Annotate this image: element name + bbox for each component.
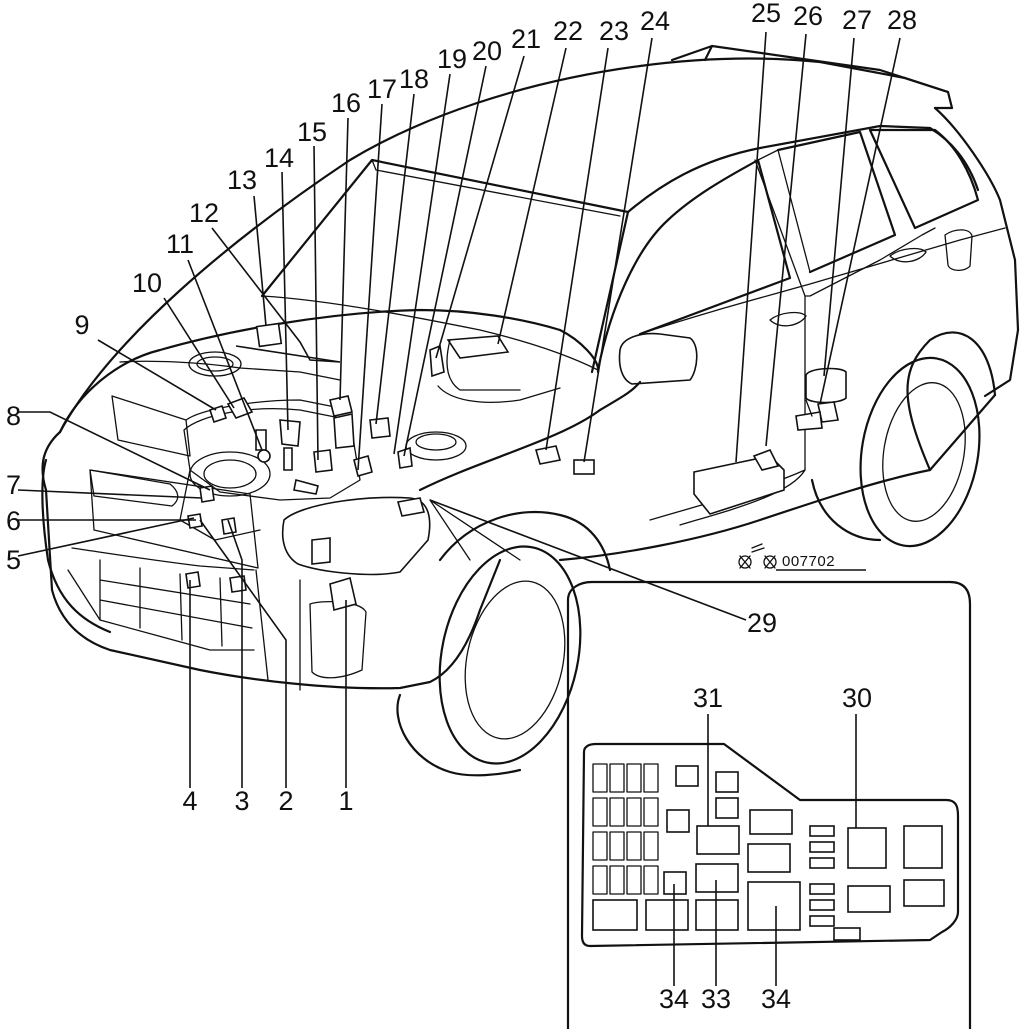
callout-c21: 21 bbox=[511, 24, 541, 54]
figure-code-label: 007702 bbox=[782, 553, 835, 570]
callout-c31: 31 bbox=[693, 683, 723, 713]
callout-c2: 2 bbox=[278, 786, 293, 816]
vehicle-outline bbox=[41, 44, 1020, 777]
callout-c27: 27 bbox=[842, 5, 872, 35]
callout-c9: 9 bbox=[74, 310, 89, 340]
callout-c7: 7 bbox=[6, 470, 21, 500]
callout-c8: 8 bbox=[6, 401, 21, 431]
callout-c16: 16 bbox=[331, 88, 361, 118]
callout-c28: 28 bbox=[887, 5, 917, 35]
callout-c19: 19 bbox=[437, 44, 467, 74]
callout-c12: 12 bbox=[189, 198, 219, 228]
callout-c20: 20 bbox=[472, 36, 502, 66]
callout-c22: 22 bbox=[553, 16, 583, 46]
figure-code: 007702 bbox=[738, 543, 866, 571]
callout-c1: 1 bbox=[338, 786, 353, 816]
callout-c3: 3 bbox=[234, 786, 249, 816]
callout-c11: 11 bbox=[166, 229, 194, 259]
callout-c25: 25 bbox=[751, 0, 781, 28]
callout-c4: 4 bbox=[182, 786, 197, 816]
callout-c14: 14 bbox=[264, 143, 294, 173]
callout-c17: 17 bbox=[367, 74, 397, 104]
leader-lines bbox=[17, 31, 901, 986]
callout-c30: 30 bbox=[842, 683, 872, 713]
callout-c34a: 34 bbox=[659, 984, 689, 1014]
callout-c23: 23 bbox=[599, 16, 629, 46]
engine-components bbox=[111, 322, 847, 612]
callout-c26: 26 bbox=[793, 1, 823, 31]
callout-c34b: 34 bbox=[761, 984, 791, 1014]
callout-c5: 5 bbox=[6, 545, 21, 575]
callout-c15: 15 bbox=[297, 117, 327, 147]
callout-c6: 6 bbox=[6, 506, 21, 536]
callout-c29: 29 bbox=[747, 608, 777, 638]
fuse-box-inset bbox=[566, 580, 972, 1029]
callout-c33: 33 bbox=[701, 984, 731, 1014]
callout-c18: 18 bbox=[399, 64, 429, 94]
callout-c24: 24 bbox=[640, 6, 670, 36]
callout-c13: 13 bbox=[227, 165, 257, 195]
callout-c10: 10 bbox=[132, 268, 162, 298]
